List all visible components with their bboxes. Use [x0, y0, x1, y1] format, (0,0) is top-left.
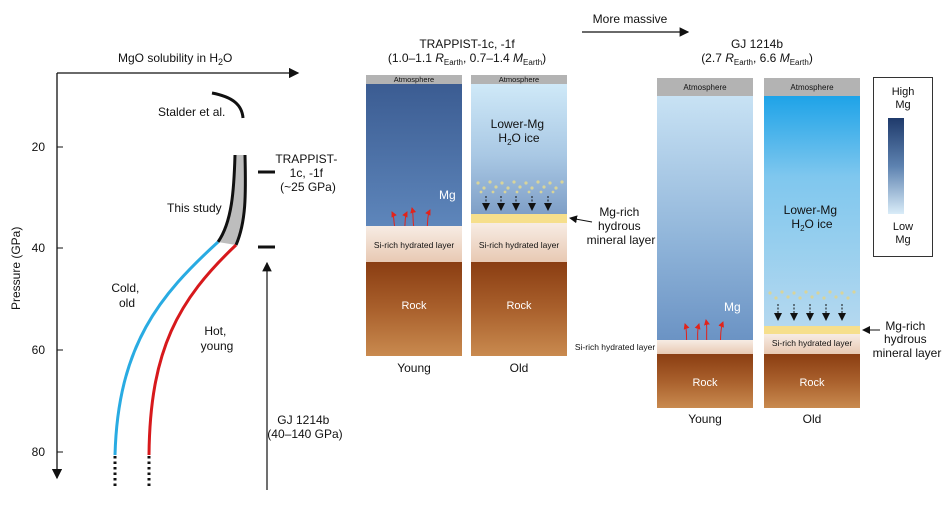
atmosphere-layer [764, 78, 860, 96]
trappist-old-column: Atmosphere Lower-Mg H2O ice [471, 75, 567, 375]
legend-low-line-1: Low [892, 221, 914, 233]
trappist-title: TRAPPIST-1c, -1f [419, 37, 515, 51]
svg-text:Atmosphere: Atmosphere [683, 83, 727, 92]
atmosphere-layer [657, 78, 753, 96]
svg-text:Si-rich hydrated layer: Si-rich hydrated layer [374, 240, 454, 250]
gj-title: GJ 1214b [731, 37, 783, 51]
gj-subtitle: (2.7 REarth, 6.6 MEarth) [701, 51, 813, 67]
svg-text:Rock: Rock [692, 377, 718, 389]
lower-mg-ice-label: Lower-Mg H2O ice [491, 117, 548, 147]
trappist-pressure-label: TRAPPIST- 1c, -1f (~25 GPa) [275, 152, 340, 194]
x-axis-label: MgO solubility in H2O [118, 51, 232, 67]
settling-arrows [774, 304, 846, 321]
svg-text:Si-rich hydrated layer: Si-rich hydrated layer [772, 338, 852, 348]
mg-label: Mg [439, 188, 456, 202]
gj-old-column: Atmosphere Lower-Mg H2O ice Si-ric [764, 78, 860, 426]
si-rich-layer [471, 223, 567, 262]
old-caption: Old [510, 361, 529, 375]
settling-arrows [482, 196, 552, 211]
precipitate-dots [768, 290, 856, 300]
this-study-region [218, 155, 246, 245]
rock-layer [471, 262, 567, 356]
rock-layer [366, 262, 462, 356]
this-study-right-curve [234, 154, 247, 246]
trappist-panel: TRAPPIST-1c, -1f (1.0–1.1 REarth, 0.7–1.… [366, 37, 655, 375]
legend-high-line-2: Mg [895, 99, 911, 111]
gj-panel: GJ 1214b (2.7 REarth, 6.6 MEarth) Atmosp… [575, 37, 942, 426]
svg-text:Atmosphere: Atmosphere [394, 75, 434, 84]
legend-low-line-2: Mg [895, 234, 911, 246]
y-tick-label: 80 [32, 445, 46, 459]
rock-layer [657, 354, 753, 408]
water-layer [764, 96, 860, 326]
water-layer [657, 96, 753, 340]
water-layer [471, 84, 567, 214]
more-massive-label: More massive [593, 12, 668, 26]
si-rich-layer [764, 334, 860, 354]
mg-color-scale [888, 118, 904, 214]
svg-text:Rock: Rock [401, 300, 427, 312]
mg-legend: High Mg Low Mg [873, 77, 933, 257]
precipitate-dots [476, 180, 564, 194]
trappist-subtitle: (1.0–1.1 REarth, 0.7–1.4 MEarth) [388, 51, 546, 67]
this-study-left-curve [216, 154, 237, 243]
mineral-pointer [569, 215, 593, 224]
old-caption: Old [803, 412, 822, 426]
y-axis-label: Pressure (GPa) [9, 227, 23, 310]
mg-label: Mg [724, 300, 741, 314]
this-study-label: This study [167, 201, 222, 215]
more-massive-indicator: More massive [582, 12, 690, 37]
hot-young-curve [147, 243, 238, 456]
young-caption: Young [688, 412, 722, 426]
trappist-young-column: Atmosphere Mg Si-rich hydrated layer Roc… [366, 75, 462, 375]
mineral-layer-label: Mg-rich hydrous mineral layer [587, 205, 656, 247]
svg-text:Si-rich hydrated layer: Si-rich hydrated layer [479, 240, 559, 250]
y-tick-label: 60 [32, 343, 46, 357]
y-tick-label: 20 [32, 140, 46, 154]
mineral-layer-label: Mg-rich hydrous mineral layer [873, 319, 942, 360]
svg-text:Atmosphere: Atmosphere [790, 83, 834, 92]
atmosphere-layer [366, 75, 462, 84]
svg-text:Atmosphere: Atmosphere [499, 75, 539, 84]
gj-young-column: Atmosphere Mg Rock Young [657, 78, 753, 426]
legend-low-label: Low Mg [874, 221, 932, 247]
legend-high-label: High Mg [874, 86, 932, 112]
cold-old-label: Cold, old [111, 281, 142, 310]
y-ticks: 20 40 60 80 [32, 140, 63, 459]
gj-pressure-label: GJ 1214b (40–140 GPa) [267, 413, 342, 441]
young-caption: Young [397, 361, 431, 375]
legend-high-line-1: High [891, 86, 915, 98]
svg-text:Rock: Rock [799, 377, 825, 389]
y-tick-label: 40 [32, 241, 46, 255]
water-layer [366, 84, 462, 226]
cold-old-curve [113, 240, 220, 456]
si-rich-layer [657, 340, 753, 354]
rock-layer [764, 354, 860, 408]
mg-rich-mineral-layer [764, 326, 860, 334]
stalder-curve [211, 91, 245, 119]
lower-mg-ice-label: Lower-Mg H2O ice [784, 203, 841, 233]
gj-si-rich-label: Si-rich hydrated layer [575, 342, 655, 352]
stalder-label: Stalder et al. [158, 105, 225, 119]
pressure-plot: MgO solubility in H2O Pressure (GPa) 20 … [9, 51, 343, 490]
svg-text:Rock: Rock [506, 300, 532, 312]
mg-rich-mineral-layer [471, 214, 567, 223]
si-rich-layer [366, 226, 462, 262]
hot-young-label: Hot, young [201, 324, 234, 353]
atmosphere-layer [471, 75, 567, 84]
